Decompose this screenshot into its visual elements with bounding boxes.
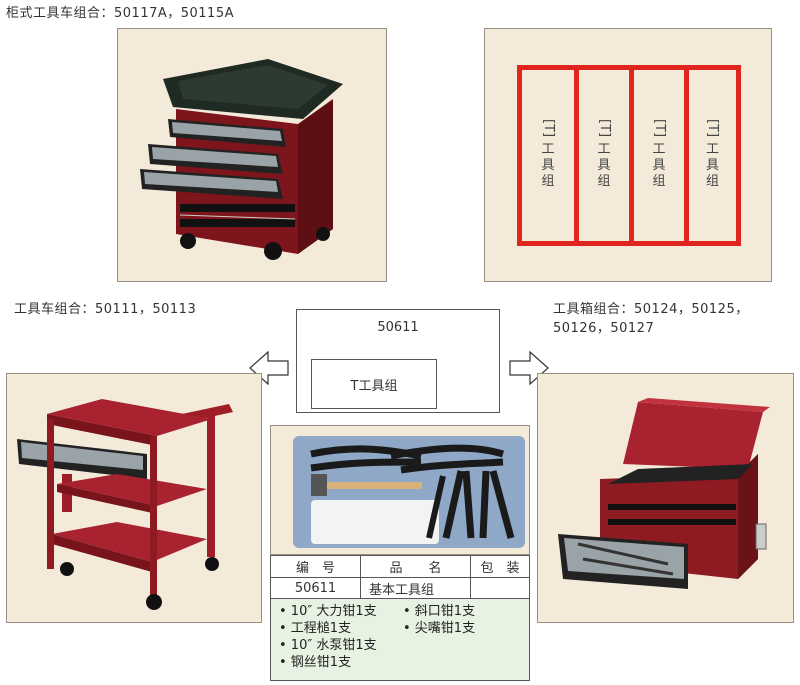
- spec-table-row: 50611 基本工具组: [271, 578, 529, 599]
- contents-item: • 斜口钳1支: [403, 604, 476, 619]
- tool-group-inner-box: T工具组: [311, 359, 437, 409]
- tool-group-char: 工: [541, 142, 555, 157]
- contents-item: • 10″ 水泵钳1支: [279, 638, 377, 653]
- spec-table-header-row: 编 号 品 名 包 装: [271, 556, 529, 578]
- tool-tray-illustration: [293, 436, 525, 548]
- row-number: 50611: [271, 578, 361, 599]
- tool-group-slot-3: [T] 工 具 组: [629, 65, 689, 246]
- contents-item: • 钢丝钳1支: [279, 655, 352, 670]
- tool-group-char: 工: [652, 142, 666, 157]
- tool-group-bracket: [T]: [705, 118, 721, 138]
- tool-chest-photo: [537, 373, 794, 623]
- header-package: 包 装: [480, 561, 520, 576]
- caption-tool-chest-line1: 工具箱组合：50124，50125，: [553, 302, 749, 317]
- roller-cabinet-illustration: [140, 59, 343, 260]
- contents-column-2: • 斜口钳1支 • 尖嘴钳1支: [403, 603, 475, 637]
- tool-group-char: 具: [705, 158, 719, 173]
- tool-group-char: 组: [541, 174, 555, 189]
- tool-group-layout-panel: [T] 工 具 组 [T] 工 具 组 [T] 工 具 组 [T] 工 具 组: [484, 28, 772, 282]
- row-package: [471, 578, 529, 599]
- caption-tool-cart: 工具车组合：50111，50113: [14, 302, 197, 317]
- utility-cart-photo: [6, 373, 262, 623]
- product-code-box: 50611 T工具组: [296, 309, 500, 413]
- contents-item: • 尖嘴钳1支: [403, 621, 476, 636]
- tool-chest-illustration: [558, 398, 770, 589]
- tool-group-char: 工: [705, 142, 719, 157]
- tool-group-char: 组: [597, 174, 611, 189]
- product-code: 50611: [377, 320, 419, 335]
- header-number: 编 号: [271, 556, 361, 577]
- tool-group-char: 具: [597, 158, 611, 173]
- tool-group-bracket: [T]: [652, 118, 667, 138]
- contents-list: • 10″ 大力钳1支 • 工程槌1支 • 10″ 水泵钳1支 • 钢丝钳1支 …: [270, 599, 530, 681]
- roller-cabinet-photo: [117, 28, 387, 282]
- utility-cart-illustration: [17, 399, 233, 610]
- tool-tray-photo: [270, 425, 530, 555]
- tool-group-char: 组: [652, 174, 666, 189]
- tool-group-bracket: [T]: [597, 118, 612, 138]
- spec-table: 编 号 品 名 包 装 50611 基本工具组: [270, 555, 530, 599]
- tool-group-label: T工具组: [350, 378, 398, 394]
- caption-tool-chest-line2: 50126，50127: [553, 321, 655, 336]
- tool-group-char: 具: [652, 158, 666, 173]
- row-name: 基本工具组: [361, 578, 471, 599]
- tool-group-bracket: [T]: [541, 118, 556, 138]
- contents-item: • 10″ 大力钳1支: [279, 604, 377, 619]
- tool-group-slot-2: [T] 工 具 组: [574, 65, 634, 246]
- contents-column-1: • 10″ 大力钳1支 • 工程槌1支 • 10″ 水泵钳1支 • 钢丝钳1支: [279, 603, 377, 671]
- tool-group-char: 具: [541, 158, 555, 173]
- tool-group-char: 组: [705, 174, 719, 189]
- tool-group-slot-1: [T] 工 具 组: [517, 65, 579, 246]
- caption-cabinet-cart: 柜式工具车组合：50117A，50115A: [6, 6, 234, 21]
- tool-group-slot-4: [T] 工 具 组: [684, 65, 741, 246]
- tool-group-char: 工: [597, 142, 611, 157]
- contents-item: • 工程槌1支: [279, 621, 352, 636]
- header-name: 品 名: [361, 556, 471, 577]
